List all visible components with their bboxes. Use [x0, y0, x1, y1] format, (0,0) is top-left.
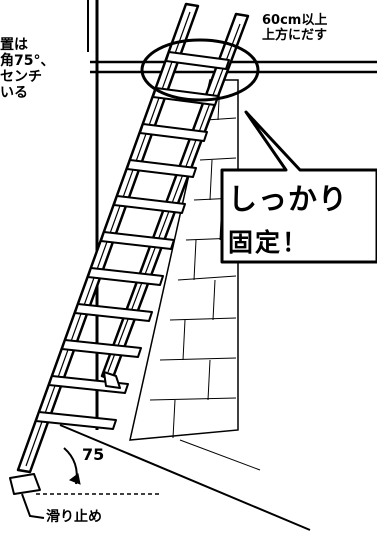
ladder: [9, 2, 250, 495]
top-highlight-ellipse: [140, 38, 260, 102]
callout-text-2: 固定！: [228, 228, 310, 257]
top-note-line: 上方にだす: [262, 27, 328, 43]
wall: [59, 0, 377, 531]
top-note: 60cm以上 上方にだす: [262, 13, 328, 44]
left-note: 置は 角75°、 センチ いる: [0, 37, 64, 101]
angle-label: 75: [82, 445, 105, 464]
stopper-label: 滑り止め: [46, 509, 102, 525]
top-note-line: 60cm以上: [262, 13, 328, 28]
left-note-line: センチ: [0, 69, 42, 86]
callout-bubble: [220, 110, 377, 264]
angle-indicator: [36, 447, 160, 495]
left-note-line: 角75°、: [0, 53, 55, 70]
stopper-pointer: [21, 493, 45, 519]
left-note-line: いる: [0, 85, 28, 102]
callout-text-1: しっかり: [228, 182, 349, 216]
left-note-line: 置は: [0, 37, 28, 53]
